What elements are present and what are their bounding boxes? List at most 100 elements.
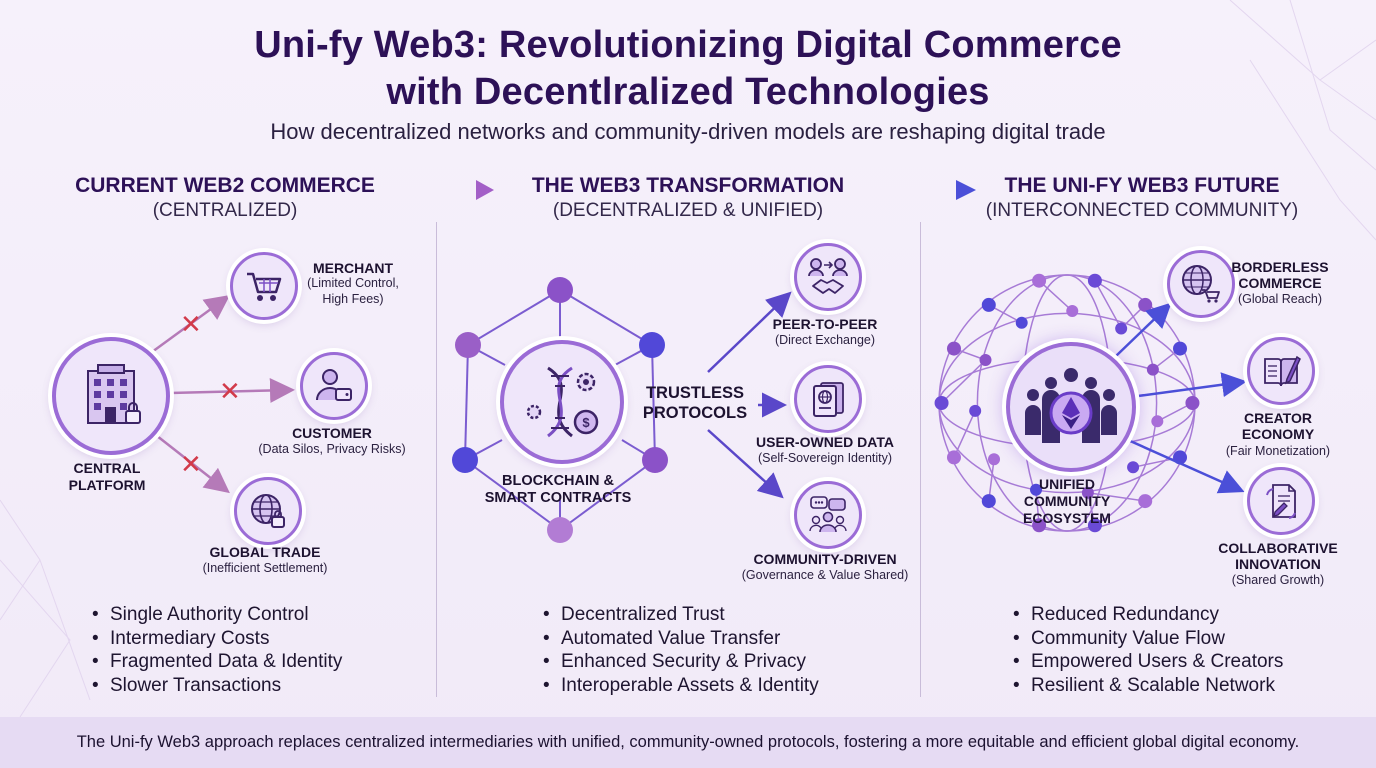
passport-icon [813, 382, 844, 417]
dna-gear-coin-icon: $ [526, 366, 599, 438]
web3-bullet-list: Decentralized Trust Automated Value Tran… [543, 603, 819, 697]
bullet-item: Community Value Flow [1013, 627, 1283, 651]
column-divider-2 [920, 222, 921, 697]
network-node [1081, 486, 1094, 499]
merchant-node [230, 252, 298, 320]
merchant-desc-1: (Limited Control, [307, 276, 399, 290]
footer-banner: The Uni-fy Web3 approach replaces centra… [0, 717, 1376, 768]
network-node [1146, 363, 1159, 376]
arrow-head-2 [956, 180, 976, 200]
svg-text:$: $ [582, 415, 590, 430]
book-pen-icon [1264, 355, 1301, 387]
borderless-title-2: COMMERCE [1238, 275, 1322, 291]
peer-to-peer-title: PEER-TO-PEER [772, 316, 878, 332]
collaborative-title-2: INNOVATION [1235, 556, 1321, 572]
central-platform-label-1: CENTRAL [73, 460, 141, 476]
network-node [1066, 304, 1079, 317]
future-bullet-list: Reduced Redundancy Community Value Flow … [1013, 603, 1283, 697]
peer-to-peer-node [794, 243, 862, 311]
network-node [1087, 273, 1102, 288]
blockchain-node: $ [500, 340, 624, 464]
column-2-subheading: (DECENTRALIZED & UNIFIED) [552, 200, 824, 221]
global-trade-title: GLOBAL TRADE [209, 544, 321, 560]
community-driven-node [794, 481, 862, 549]
unified-label-1: UNIFIED [1039, 476, 1095, 492]
borderless-commerce-node [1167, 250, 1235, 318]
column-divider-1 [436, 222, 437, 697]
bullet-item: Fragmented Data & Identity [92, 650, 342, 674]
bullet-item: Intermediary Costs [92, 627, 342, 651]
community-driven-title: COMMUNITY-DRIVEN [753, 551, 897, 567]
creator-desc: (Fair Monetization) [1225, 444, 1331, 458]
bullet-item: Resilient & Scalable Network [1013, 674, 1283, 698]
globe-lock-icon [251, 494, 285, 528]
trustless-label-2: PROTOCOLS [642, 404, 748, 422]
blocked-marker-customer: ✕ [219, 376, 241, 406]
globe-cart-icon [1182, 265, 1220, 303]
bullet-item: Slower Transactions [92, 674, 342, 698]
column-2-heading: THE WEB3 TRANSFORMATION [531, 174, 845, 197]
page-title-line-1: Uni-fy Web3: Revolutionizing Digital Com… [254, 24, 1122, 66]
blocked-marker-global-trade: ✕ [180, 449, 202, 479]
borderless-title-1: BORDERLESS [1231, 259, 1329, 275]
web2-connections [151, 295, 295, 494]
network-node [946, 450, 961, 465]
unified-label-3: ECOSYSTEM [1023, 510, 1111, 526]
creator-title-1: CREATOR [1244, 410, 1312, 426]
network-node [988, 453, 1001, 466]
document-cycle-icon [1266, 484, 1296, 519]
heading-arrows [398, 180, 976, 200]
network-node [1138, 494, 1153, 509]
collaborative-desc: (Shared Growth) [1231, 573, 1325, 587]
web3-network [452, 277, 792, 543]
community-chat-icon [809, 496, 847, 533]
network-node [1015, 316, 1028, 329]
page-title-line-2: with Decentlralized Technologies [386, 71, 990, 113]
building-icon [87, 364, 141, 424]
user-owned-data-node [794, 365, 862, 433]
customer-desc: (Data Silos, Privacy Risks) [258, 442, 406, 456]
blocked-marker-merchant: ✕ [180, 309, 202, 339]
user-wallet-icon [316, 369, 352, 401]
network-node [946, 341, 961, 356]
page-subtitle: How decentralized networks and community… [270, 119, 1106, 144]
network-node [934, 396, 949, 410]
community-ethereum-icon [1025, 368, 1117, 443]
shopping-cart-icon [247, 272, 282, 301]
merchant-title: MERCHANT [312, 260, 394, 276]
bullet-item: Decentralized Trust [543, 603, 819, 627]
unified-community-node [1006, 342, 1136, 472]
global-trade-desc: (Inefficient Settlement) [202, 561, 328, 575]
column-1-subheading: (CENTRALIZED) [152, 200, 298, 221]
blockchain-label-2: SMART CONTRACTS [484, 490, 632, 506]
network-node [981, 494, 996, 509]
bullet-item: Interoperable Assets & Identity [543, 674, 819, 698]
network-node [1127, 461, 1140, 474]
user-owned-data-title: USER-OWNED DATA [756, 434, 894, 450]
network-node [981, 297, 996, 312]
network-node [1087, 518, 1102, 533]
bullet-item: Automated Value Transfer [543, 627, 819, 651]
column-1-heading: CURRENT WEB2 COMMERCE [75, 174, 375, 197]
collaborative-title-1: COLLABORATIVE [1218, 540, 1338, 556]
global-trade-node [234, 477, 302, 545]
network-node [1151, 415, 1164, 428]
bullet-item: Enhanced Security & Privacy [543, 650, 819, 674]
blockchain-label-1: BLOCKCHAIN & [502, 473, 614, 489]
network-node [1032, 518, 1047, 533]
network-node [1185, 396, 1200, 410]
handshake-icon [808, 258, 848, 294]
peer-to-peer-desc: (Direct Exchange) [774, 333, 876, 347]
arrow-head-1 [476, 180, 494, 200]
footer-text: The Uni-fy Web3 approach replaces centra… [76, 733, 1300, 751]
bullet-item: Single Authority Control [92, 603, 342, 627]
unified-label-2: COMMUNITY [1023, 493, 1111, 509]
trustless-label-1: TRUSTLESS [645, 384, 745, 402]
central-platform-node [52, 337, 170, 455]
creator-title-2: ECONOMY [1241, 426, 1315, 442]
collaborative-innovation-node [1247, 467, 1315, 535]
bullet-item: Reduced Redundancy [1013, 603, 1283, 627]
bullet-item: Empowered Users & Creators [1013, 650, 1283, 674]
customer-title: CUSTOMER [292, 425, 372, 441]
